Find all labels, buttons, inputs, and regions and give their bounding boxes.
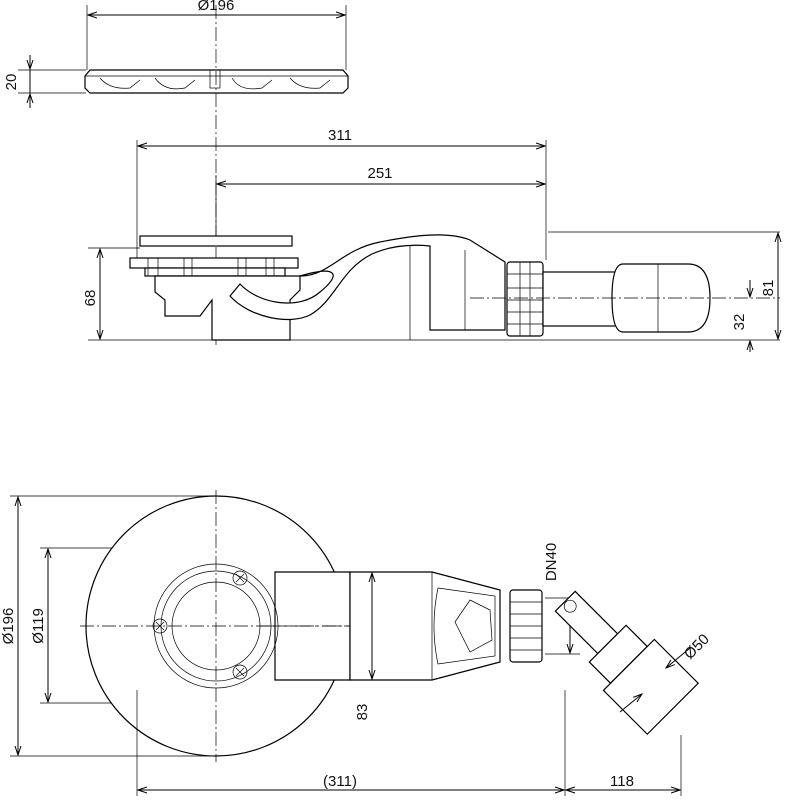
dim-top-diameter: Ø196	[198, 0, 235, 14]
dim-outlet-size: DN40	[543, 543, 560, 581]
dim-side-length: 311	[328, 127, 352, 144]
dim-plan-length: (311)	[323, 773, 357, 790]
cover-side-view	[18, 5, 349, 108]
dim-plan-width: 83	[354, 704, 371, 721]
trap-side-view	[88, 140, 780, 352]
dim-total-height: 81	[760, 280, 777, 297]
dim-side-offset: 251	[367, 165, 392, 182]
dim-plan-inner-diameter: Ø119	[30, 608, 47, 644]
trap-plan-view	[10, 490, 700, 796]
dim-plan-outer-diameter: Ø196	[0, 608, 17, 645]
dim-plan-outlet-length: 118	[610, 773, 634, 790]
dim-side-height: 68	[82, 290, 99, 307]
dim-plan-outlet-diameter: Ø50	[681, 631, 713, 663]
dim-outlet-height: 32	[731, 314, 748, 331]
dim-top-height: 20	[3, 74, 20, 91]
